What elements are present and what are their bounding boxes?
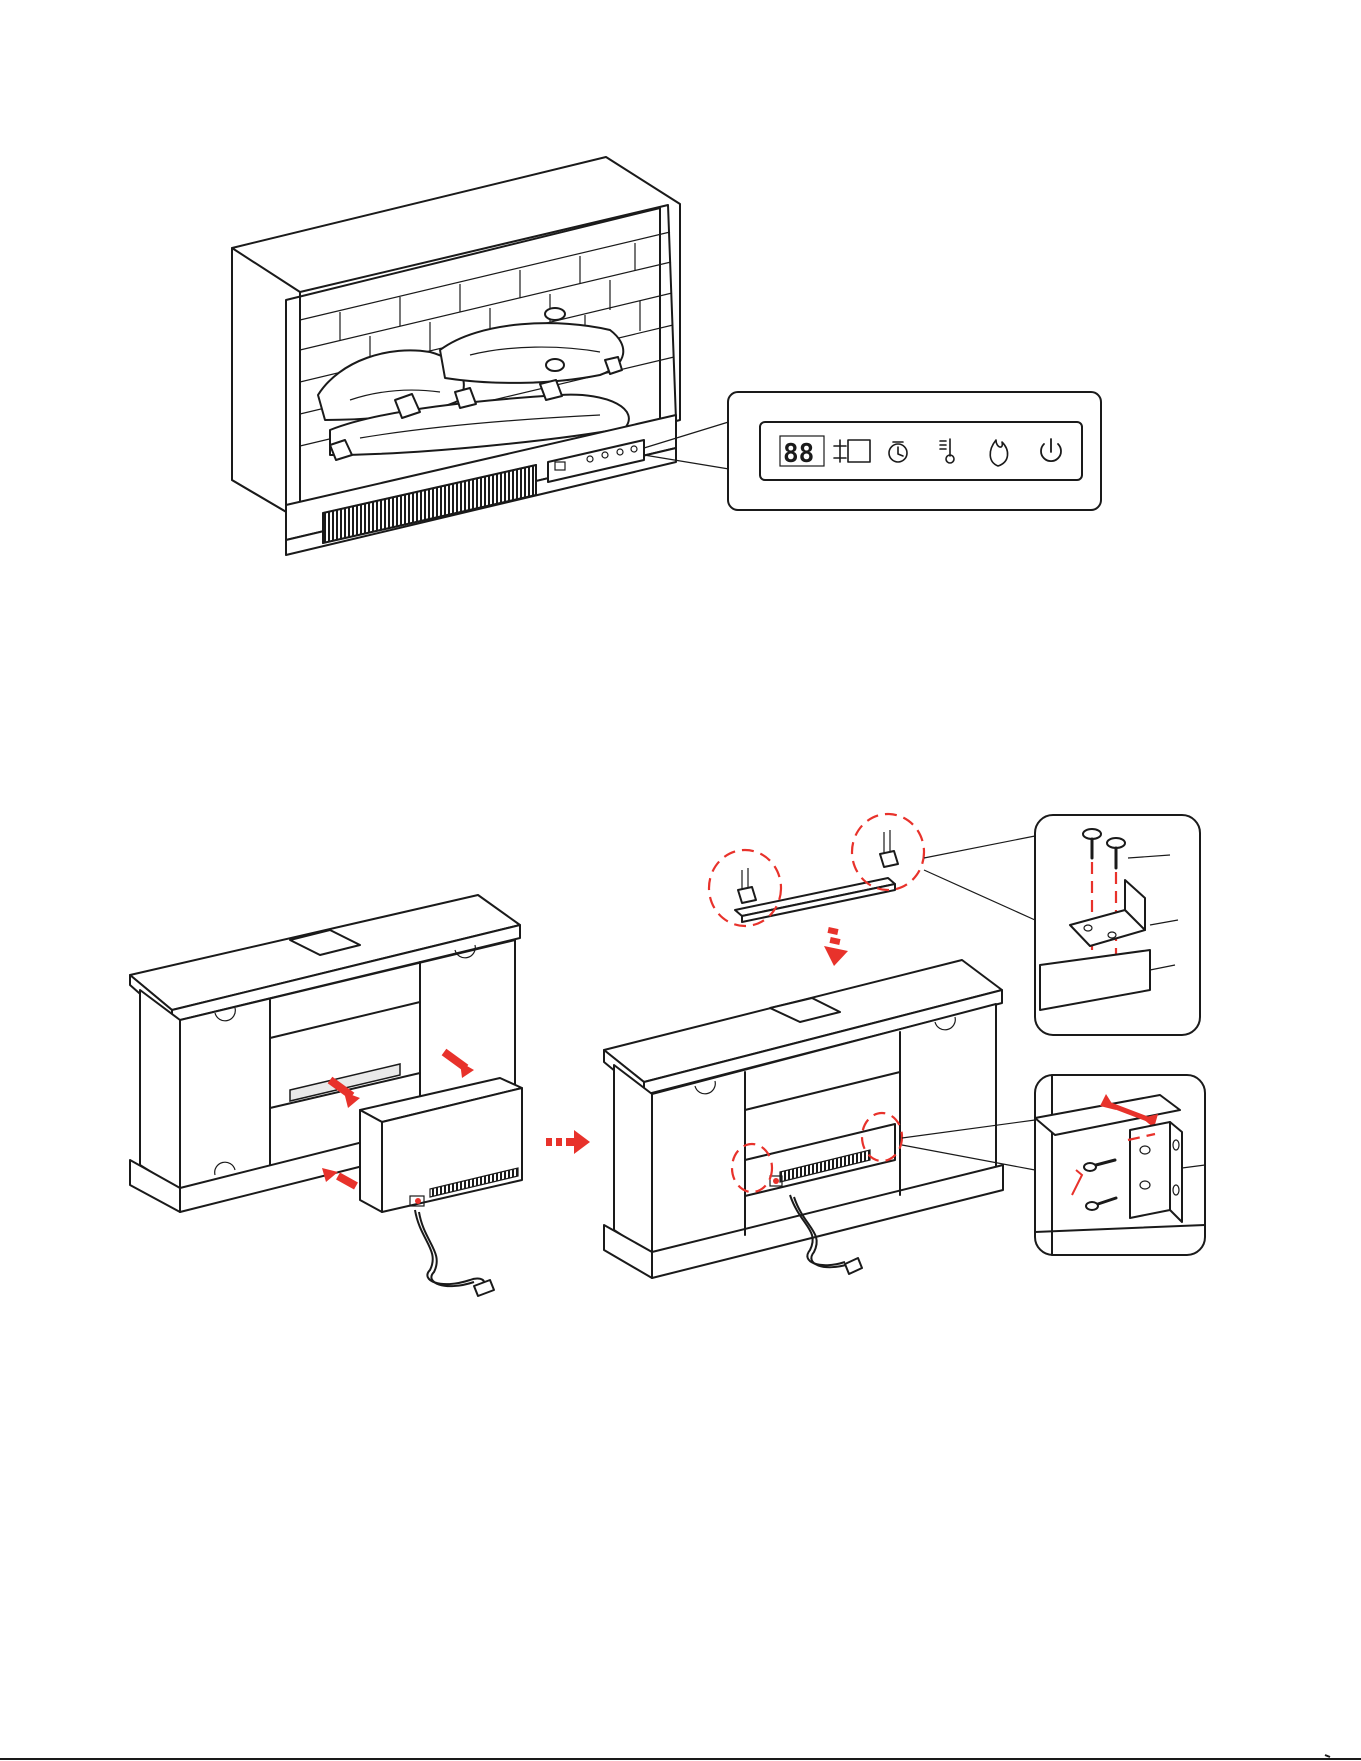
footer-rule [0,1755,1361,1759]
next-step-arrow-icon [546,1130,590,1154]
bracket-screw-detail-inset [1035,815,1200,1035]
display-readout: 88 [783,439,814,469]
fireplace-insert-illustration: 88 [232,157,1101,555]
down-arrow-icon [824,927,848,966]
mantel-with-insert-left [130,895,522,1296]
adjust-bracket-detail-inset [1035,1075,1205,1255]
mantel-installed-right [604,814,1035,1278]
control-panel-callout: 88 [728,392,1101,510]
